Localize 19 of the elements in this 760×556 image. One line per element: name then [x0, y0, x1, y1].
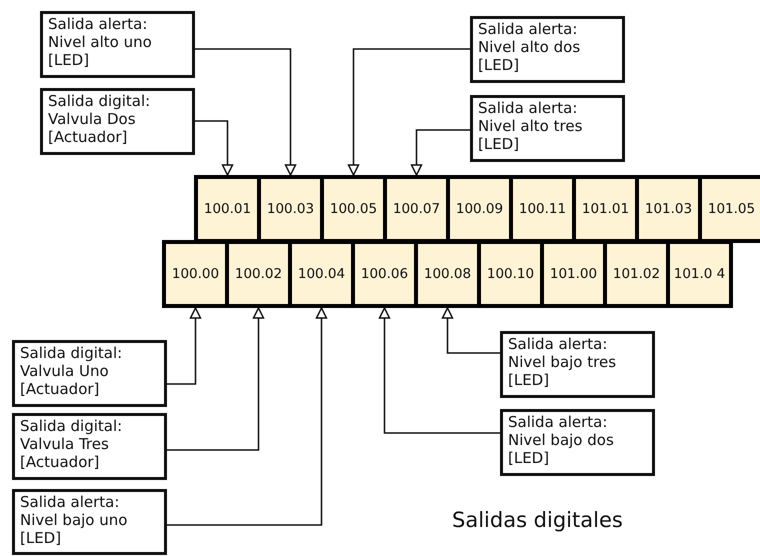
- callout-box: Salida alerta: Nivel alto uno [LED]: [40, 11, 195, 78]
- leader-arrow: [378, 307, 500, 434]
- callout-box: Salida alerta: Nivel alto tres [LED]: [470, 95, 625, 162]
- leader-arrow: [167, 307, 328, 526]
- leader-arrow: [167, 307, 264, 451]
- callout-box: Salida alerta: Nivel alto dos [LED]: [470, 16, 625, 83]
- callout-box: Salida alerta: Nivel bajo tres [LED]: [500, 331, 655, 398]
- callout-box: Salida digital: Valvula Tres [Actuador]: [12, 413, 167, 480]
- callout-box: Salida digital: Valvula Dos [Actuador]: [40, 88, 195, 155]
- leader-arrow: [167, 307, 202, 385]
- leader-arrow: [348, 48, 470, 176]
- leader-arrow: [195, 120, 234, 176]
- callout-box: Salida digital: Valvula Uno [Actuador]: [12, 340, 167, 407]
- caption: Salidas digitales: [452, 508, 623, 532]
- callout-box: Salida alerta: Nivel bajo dos [LED]: [500, 409, 655, 476]
- leader-arrow: [410, 129, 470, 176]
- leader-arrow: [195, 48, 296, 176]
- leader-arrow: [442, 307, 500, 354]
- callout-box: Salida alerta: Nivel bajo uno [LED]: [12, 489, 167, 555]
